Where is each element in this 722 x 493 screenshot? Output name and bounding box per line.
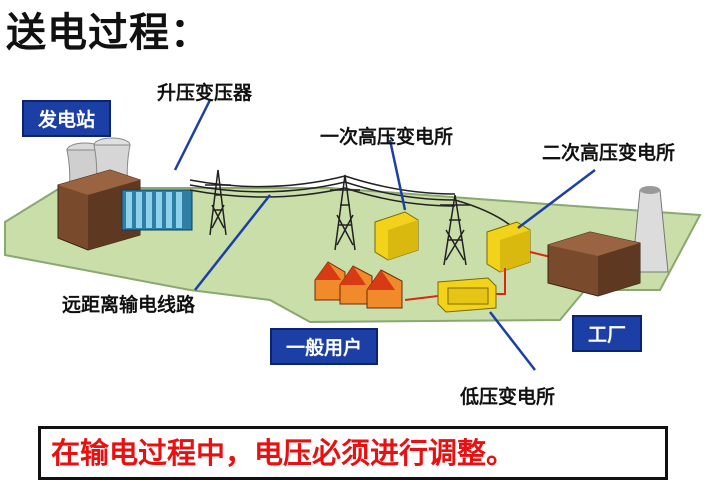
- voltage-adjustment-note: 在输电过程中，电压必须进行调整。: [38, 426, 668, 480]
- label-step-up-transformer: 升压变压器: [157, 82, 253, 104]
- lv-substation-illustration: [437, 277, 497, 313]
- transmission-tower: [440, 194, 470, 266]
- transmission-tower: [330, 174, 360, 251]
- callout-pointers: [173, 99, 596, 371]
- label-factory: 工厂: [572, 315, 643, 352]
- label-power-station: 发电站: [22, 100, 112, 137]
- transmission-tower: [205, 169, 231, 236]
- factory-illustration: [547, 186, 669, 297]
- label-lv-substation: 低压变电所: [460, 386, 556, 408]
- primary-substation-illustration: [374, 211, 419, 261]
- label-primary-hv-substation: 一次高压变电所: [320, 126, 454, 148]
- label-long-distance-line: 远距离输电线路: [62, 294, 196, 316]
- label-secondary-hv-substation: 二次高压变电所: [542, 142, 676, 164]
- houses-illustration: [314, 261, 403, 309]
- page-title: 送电过程：: [6, 10, 211, 56]
- step-up-transformer-illustration: [121, 189, 193, 231]
- label-residential-users: 一般用户: [270, 328, 379, 365]
- secondary-substation-illustration: [486, 221, 531, 273]
